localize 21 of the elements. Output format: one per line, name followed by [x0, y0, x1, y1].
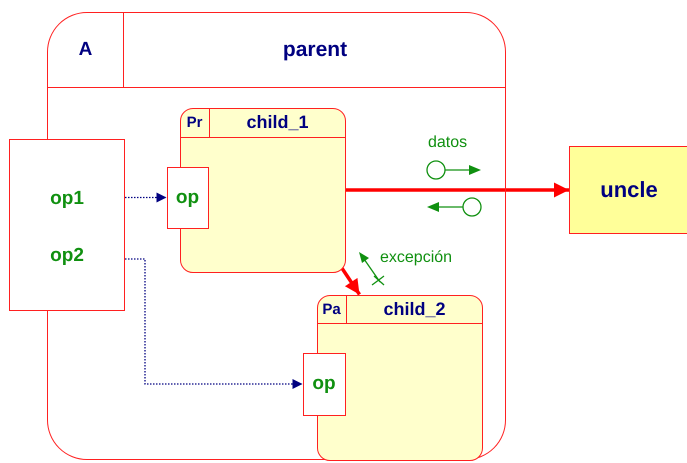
node-label: Pa	[321, 300, 342, 320]
operation-label: op1	[49, 187, 85, 211]
port-box	[302, 352, 346, 416]
node-label: A	[78, 38, 94, 62]
arrow	[340, 266, 361, 296]
operations-box	[9, 139, 125, 311]
arrow	[346, 182, 569, 198]
uncle-box	[569, 146, 687, 234]
node-label: Pr	[186, 113, 204, 133]
port-box	[166, 166, 208, 228]
port-label: op	[311, 372, 337, 396]
port-label: op	[174, 186, 200, 210]
arrow	[125, 258, 302, 389]
node-title: child_2	[382, 298, 447, 320]
flow-label: excepción	[380, 249, 452, 267]
node-title: child_1	[245, 111, 310, 134]
operation-label: op2	[49, 244, 85, 268]
flow-label: datos	[428, 134, 468, 152]
node-title: parent	[282, 37, 348, 63]
node-title: uncle	[599, 176, 659, 204]
arrow	[125, 192, 166, 202]
